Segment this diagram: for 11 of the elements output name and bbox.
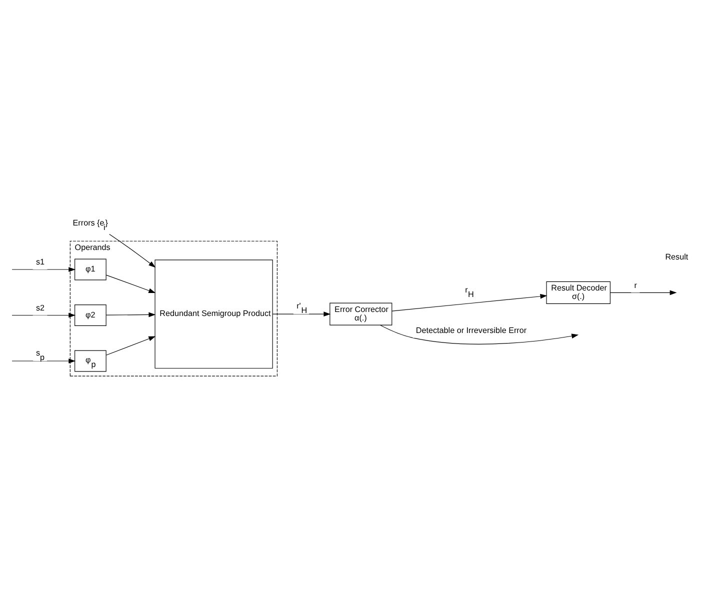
arrow bbox=[272, 312, 330, 317]
arrow bbox=[11, 358, 76, 364]
arrow bbox=[105, 336, 156, 356]
arrow bbox=[108, 234, 156, 268]
arrow bbox=[391, 294, 547, 312]
arrow bbox=[11, 267, 76, 272]
arrow bbox=[105, 312, 156, 318]
arrow bbox=[610, 290, 676, 296]
arrow bbox=[11, 312, 76, 318]
arrow bbox=[105, 274, 156, 294]
arrow bbox=[379, 324, 578, 344]
